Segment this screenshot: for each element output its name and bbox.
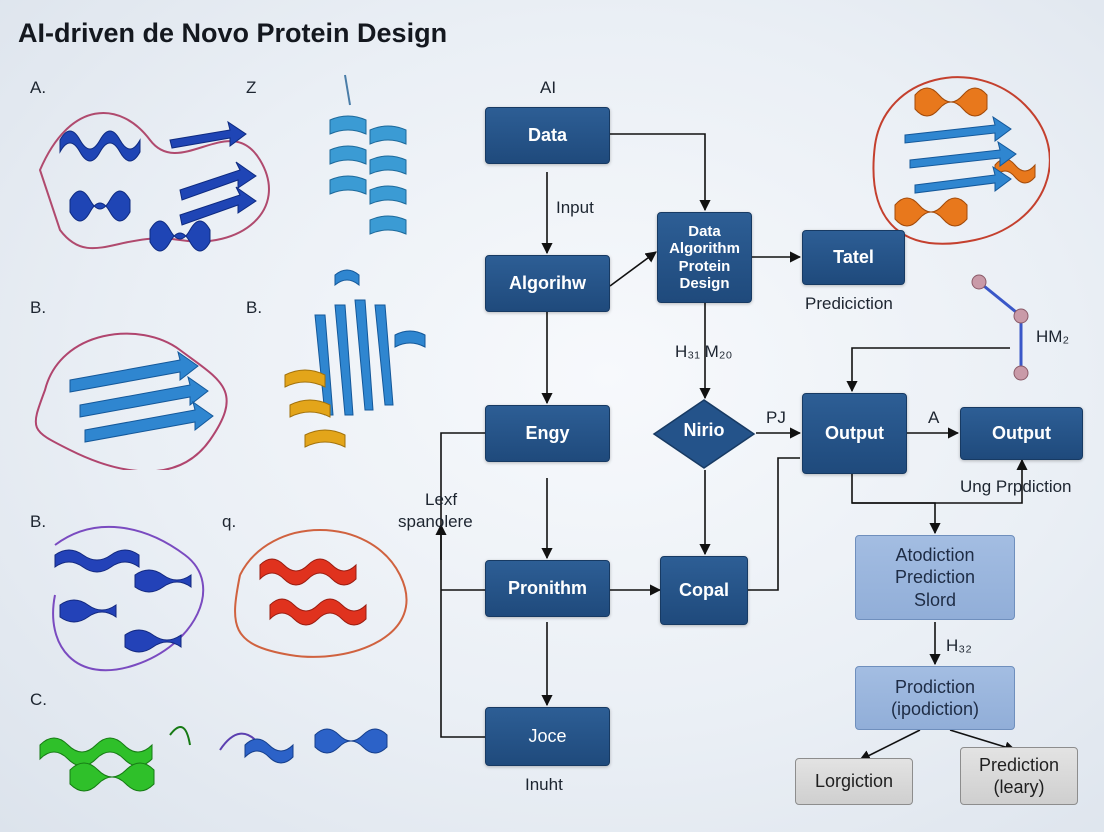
copal-node: Copal bbox=[660, 556, 748, 625]
engy-node: Engy bbox=[485, 405, 610, 462]
center-line-4: Design bbox=[679, 274, 730, 292]
spanolere-label: spanolere bbox=[398, 512, 473, 531]
panel-label-b1: B. bbox=[30, 298, 47, 317]
prediction-label: Prediciction bbox=[805, 294, 893, 313]
atodiction-line-1: Atodiction bbox=[895, 544, 975, 565]
molecule-icon bbox=[971, 274, 1029, 381]
panel-label-b2: B. bbox=[246, 298, 263, 317]
data-node: Data bbox=[485, 107, 610, 164]
h31-m20-label: H₃₁ M₂₀ bbox=[675, 342, 733, 361]
panel-label-z: Z bbox=[246, 78, 257, 97]
ai-label: AI bbox=[540, 78, 557, 97]
prodiction-line-2: (ipodiction) bbox=[890, 699, 980, 719]
prodiction-line-1: Prodiction bbox=[894, 676, 976, 697]
protein-structure-c-green-image bbox=[39, 726, 191, 792]
joce-node: Joce bbox=[485, 707, 610, 766]
prodiction-node: Prodiction (ipodiction) bbox=[855, 666, 1015, 730]
data-algorithm-protein-design-node: Data Algorithm Protein Design bbox=[657, 212, 752, 303]
protein-structure-top-right-image bbox=[872, 76, 1050, 245]
atodiction-line-2: Prediction bbox=[894, 567, 976, 588]
protein-structure-b1-image bbox=[34, 332, 228, 470]
pronithm-node: Pronithm bbox=[485, 560, 610, 617]
protein-structure-z-image bbox=[329, 74, 407, 235]
protein-structure-c-blue-image bbox=[219, 728, 388, 764]
panel-label-a: A. bbox=[30, 78, 47, 97]
input-label: Input bbox=[556, 198, 594, 217]
output-node-2: Output bbox=[960, 407, 1083, 460]
tatel-node: Tatel bbox=[802, 230, 905, 285]
prediction-leary-line-2: (leary) bbox=[993, 777, 1045, 797]
inuht-label: Inuht bbox=[525, 775, 563, 794]
page-title: AI-driven de Novo Protein Design bbox=[18, 18, 448, 48]
output-node-1: Output bbox=[802, 393, 907, 474]
panel-label-q: q. bbox=[222, 512, 237, 531]
center-line-3: Protein bbox=[678, 257, 731, 275]
protein-structure-b3-image bbox=[52, 525, 205, 672]
protein-structure-b2-image bbox=[284, 269, 426, 448]
protein-structure-a-image bbox=[38, 111, 270, 252]
atodiction-line-3: Slord bbox=[913, 589, 957, 610]
panel-label-b3: B. bbox=[30, 512, 47, 531]
a-label: A bbox=[928, 408, 940, 427]
protein-structure-q-image bbox=[234, 529, 408, 658]
hm2-label: HM₂ bbox=[1036, 327, 1070, 346]
prediction-leary-line-1: Prediction bbox=[978, 754, 1060, 775]
lexf-label: Lexf bbox=[425, 490, 458, 509]
center-line-1: Data bbox=[688, 223, 721, 240]
panel-label-c: C. bbox=[30, 690, 47, 709]
pj-label: PJ bbox=[766, 408, 786, 427]
atodiction-prediction-node: Atodiction Prediction Slord bbox=[855, 535, 1015, 620]
nirio-decision-node bbox=[652, 399, 756, 469]
nirio-label: Nirio bbox=[683, 420, 725, 440]
center-line-2: Algorithm bbox=[669, 240, 740, 258]
prediction-leary-node: Prediction (leary) bbox=[960, 747, 1078, 805]
h32-label: H₃₂ bbox=[946, 636, 972, 655]
algorithm-node: Algorihw bbox=[485, 255, 610, 312]
ung-prediction-label: Ung Prpdiction bbox=[960, 477, 1072, 496]
lorgiction-node: Lorgiction bbox=[795, 758, 913, 805]
